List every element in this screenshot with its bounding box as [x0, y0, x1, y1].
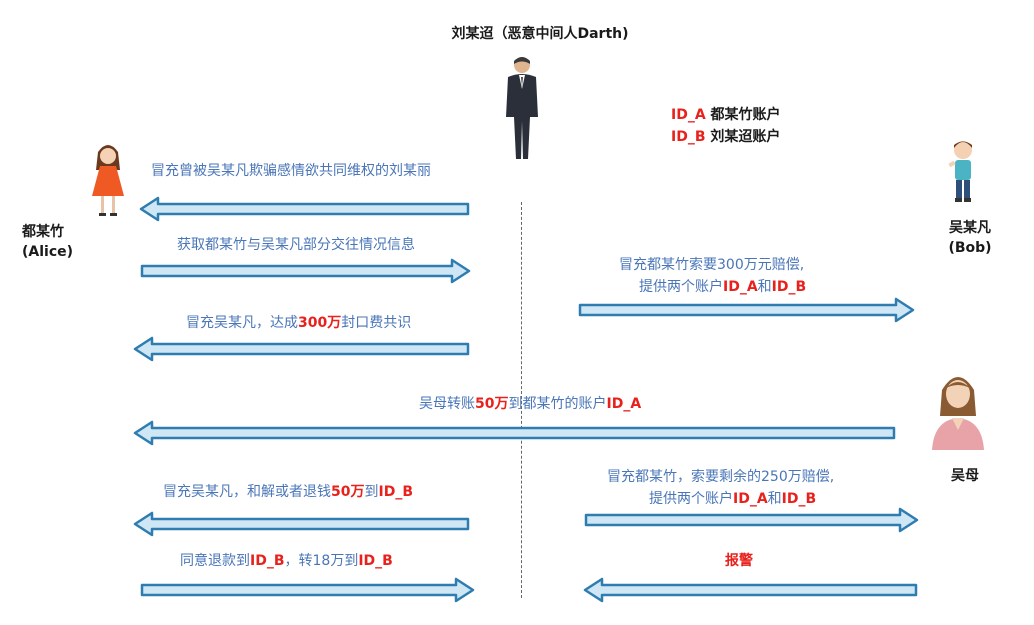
center-divider: [521, 202, 522, 598]
bob-alias: (Bob): [948, 240, 992, 256]
arrow-m1-left: [139, 196, 470, 222]
accounts-legend: ID_A 都某竹账户 ID_B 刘某迢账户: [671, 104, 781, 148]
arrow-m3-left: [133, 336, 470, 362]
arrow-m6-left: [133, 511, 470, 537]
bob-label: 吴某凡 (Bob): [930, 218, 1010, 258]
arrow-m2-right: [140, 258, 471, 284]
alice-figure: [92, 145, 124, 216]
msg-2: 获取都某竹与吴某凡部分交往情况信息: [177, 237, 415, 253]
account-b: ID_B 刘某迢账户: [671, 129, 781, 145]
alice-label: 都某竹 (Alice): [22, 222, 102, 262]
msg-1: 冒充曾被吴某凡欺骗感情欲共同维权的刘某丽: [151, 163, 431, 179]
msg-9: 报警: [725, 553, 753, 569]
arrow-m9-left: [583, 577, 918, 603]
arrow-m7-right: [584, 507, 919, 533]
bob-name: 吴某凡: [949, 220, 991, 236]
msg-7: 冒充都某竹，索要剩余的250万赔偿, 提供两个账户ID_A和ID_B: [607, 469, 835, 507]
msg-4: 冒充都某竹索要300万元赔偿, 提供两个账户ID_A和ID_B: [619, 257, 807, 295]
msg-6: 冒充吴某凡，和解或者退钱50万到ID_B: [163, 484, 413, 500]
msg-3: 冒充吴某凡，达成300万封口费共识: [186, 315, 412, 331]
msg-8: 同意退款到ID_B，转18万到ID_B: [180, 553, 393, 569]
arrow-m4-right: [578, 297, 915, 323]
bob-figure: [948, 141, 972, 202]
darth-figure: [506, 57, 538, 159]
mother-label: 吴母: [951, 468, 979, 484]
mother-figure: [932, 377, 984, 450]
darth-label: 刘某迢（恶意中间人Darth): [451, 26, 629, 42]
arrow-m5-left: [133, 420, 896, 446]
account-a: ID_A 都某竹账户: [671, 107, 781, 123]
alice-name: 都某竹: [22, 224, 64, 240]
msg-5: 吴母转账50万到都某竹的账户ID_A: [419, 396, 642, 412]
alice-alias: (Alice): [22, 244, 74, 260]
arrow-m8-right: [140, 577, 475, 603]
